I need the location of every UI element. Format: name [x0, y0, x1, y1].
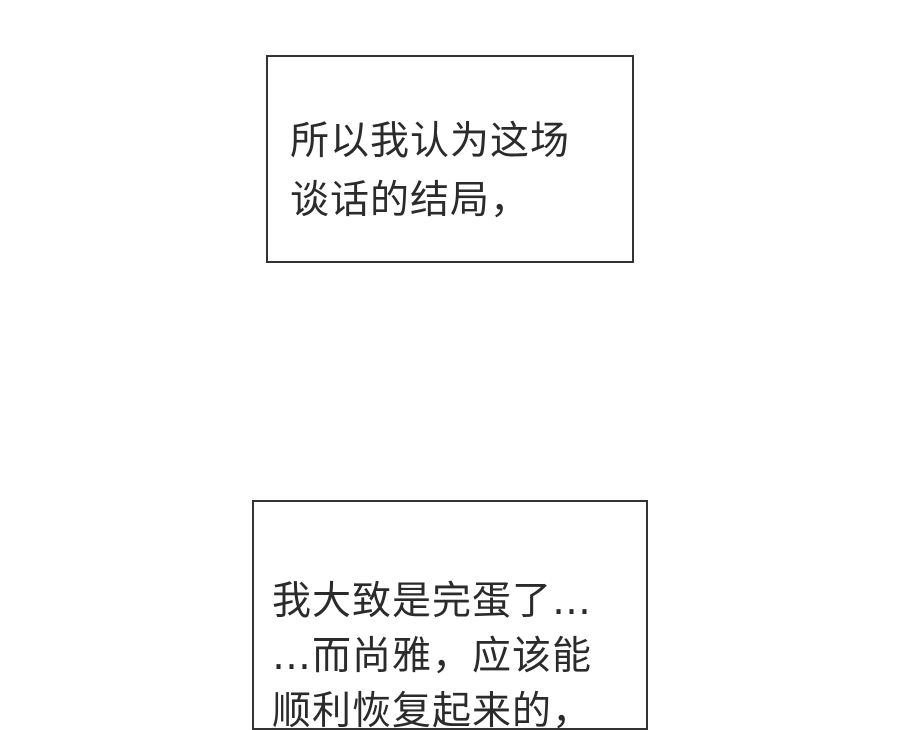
caption-box-1: 所以我认为这场 谈话的结局，	[266, 55, 634, 263]
caption-box-2: 我大致是完蛋了… …而尚雅，应该能 顺利恢复起来的，	[252, 500, 648, 730]
caption-text-line: 顺利恢复起来的，	[272, 689, 593, 730]
caption-text-line: 所以我认为这场	[290, 119, 571, 164]
caption-text-line: 我大致是完蛋了…	[272, 579, 593, 624]
caption-text-line: …而尚雅，应该能	[272, 634, 593, 679]
caption-text-line: 谈话的结局，	[290, 178, 531, 223]
